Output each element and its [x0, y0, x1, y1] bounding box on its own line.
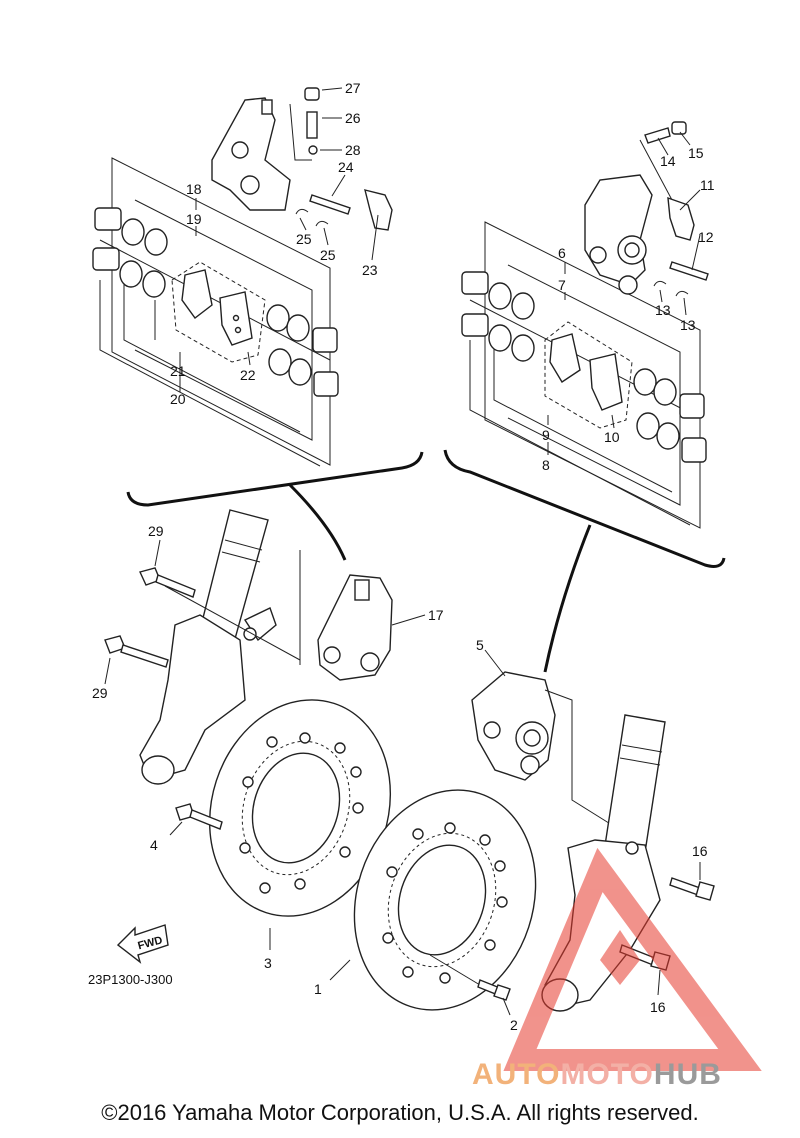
- part-label-19: 19: [186, 211, 202, 227]
- part-label-7: 7: [558, 277, 566, 293]
- part-label-14: 14: [660, 153, 676, 169]
- part-label-15: 15: [688, 145, 704, 161]
- brake-disc-right: [353, 789, 537, 1011]
- part-label-9: 9: [542, 427, 550, 443]
- right-caliper-assembly: [471, 671, 621, 831]
- left-caliper-assembly: [317, 574, 393, 681]
- diagram-code: 23P1300-J300: [88, 972, 173, 987]
- right-caliper-kit: [461, 121, 709, 529]
- part-label-8: 8: [542, 457, 550, 473]
- part-label-1: 1: [314, 981, 322, 997]
- watermark-part1: AUTO: [472, 1058, 561, 1091]
- part-label-24: 24: [338, 159, 354, 175]
- part-label-29b: 29: [92, 685, 108, 701]
- part-label-4: 4: [150, 837, 158, 853]
- watermark-triangle-icon: [503, 847, 762, 1071]
- part-label-16b: 16: [650, 999, 666, 1015]
- watermark-part3: HUB: [653, 1058, 722, 1091]
- watermark-brand: AUTOMOTOHUB: [472, 1058, 722, 1092]
- leader-lines: [104, 87, 701, 1016]
- part-label-10: 10: [604, 429, 620, 445]
- group-braces: [126, 449, 726, 673]
- copyright-notice: ©2016 Yamaha Motor Corporation, U.S.A. A…: [101, 1100, 699, 1125]
- part-label-13b: 13: [680, 317, 696, 333]
- part-label-23: 23: [362, 262, 378, 278]
- part-label-16a: 16: [692, 843, 708, 859]
- part-label-3: 3: [264, 955, 272, 971]
- fwd-arrow-icon: FWD: [116, 924, 169, 964]
- part-label-26: 26: [345, 110, 361, 126]
- part-label-5: 5: [476, 637, 484, 653]
- left-fork: [104, 509, 301, 785]
- watermark-part2: MOTO: [560, 1058, 654, 1091]
- left-caliper-kit: [92, 87, 393, 467]
- part-label-28: 28: [345, 142, 361, 158]
- part-label-18: 18: [186, 181, 202, 197]
- part-label-25b: 25: [320, 247, 336, 263]
- part-label-20: 20: [170, 391, 186, 407]
- part-label-17: 17: [428, 607, 444, 623]
- part-label-27: 27: [345, 80, 361, 96]
- brake-disc-left: [175, 699, 392, 917]
- part-label-29a: 29: [148, 523, 164, 539]
- part-labels: 27 26 28 24 25 25 23 18 19 21 20 22 14 1…: [92, 80, 715, 1033]
- part-label-25a: 25: [296, 231, 312, 247]
- part-label-2: 2: [510, 1017, 518, 1033]
- part-label-6: 6: [558, 245, 566, 261]
- part-label-22: 22: [240, 367, 256, 383]
- part-label-12: 12: [698, 229, 714, 245]
- part-label-11: 11: [700, 177, 715, 193]
- part-label-21: 21: [170, 363, 186, 379]
- part-label-13a: 13: [655, 302, 671, 318]
